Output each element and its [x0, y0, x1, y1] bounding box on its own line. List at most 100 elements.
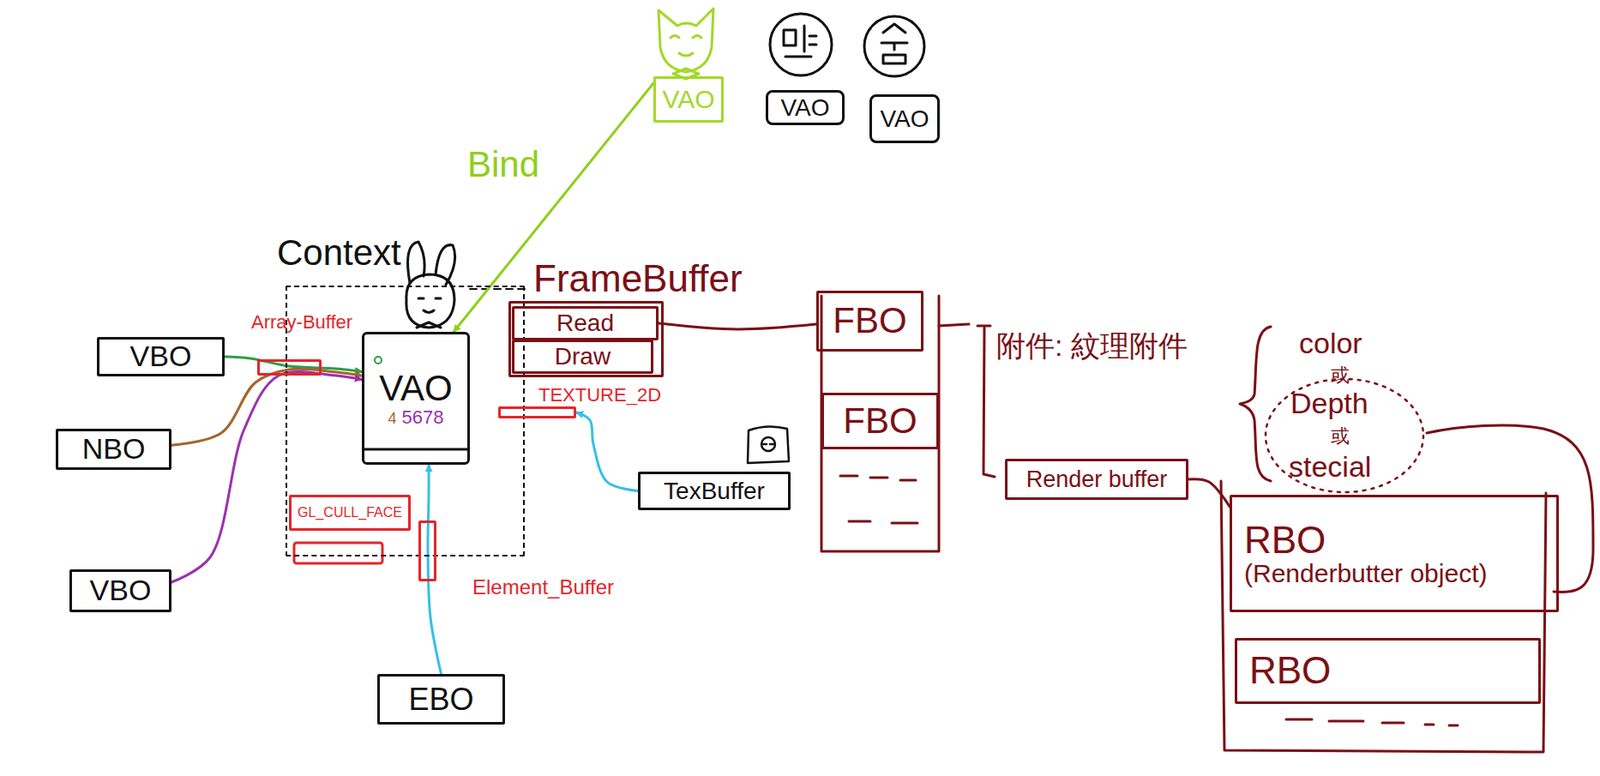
node-label: VAO — [879, 106, 929, 132]
connector — [1188, 479, 1230, 507]
vao-box: VAO — [869, 94, 940, 144]
node-label: 4 — [388, 410, 397, 428]
node-label: GL_CULL_FACE — [297, 505, 403, 521]
fbo-box: FBO — [816, 290, 924, 352]
node-content: Read — [556, 310, 614, 336]
node-label: VBO — [130, 341, 193, 373]
annotation: 或 — [1330, 426, 1350, 446]
node-label: NBO — [82, 433, 146, 465]
node-content: VBO — [90, 575, 152, 607]
node-content: NBO — [82, 433, 146, 465]
node-heading: FrameBuffer — [533, 258, 743, 299]
node-content: VAO — [879, 106, 929, 132]
context-edge — [469, 288, 525, 290]
face-doodle — [769, 13, 925, 77]
node-label: RBO — [1249, 650, 1331, 691]
node-content: Draw — [554, 343, 611, 369]
node-label: 5678 — [402, 407, 445, 428]
node-label: Render buffer — [1026, 467, 1168, 492]
node-content: GL_CULL_FACE — [297, 505, 403, 521]
node-content: Render buffer — [1026, 467, 1168, 492]
node-label: TexBuffer — [663, 478, 765, 504]
text-row: Render buffer — [1026, 467, 1168, 492]
draw-slot: Draw — [511, 339, 654, 374]
node-content: RBO — [1249, 650, 1331, 691]
node-heading: Element_Buffer — [472, 576, 614, 598]
node-heading: Context — [276, 234, 402, 272]
text-row: Read — [556, 310, 614, 336]
node-label: FBO — [842, 402, 917, 440]
empty-slot — [294, 542, 383, 564]
read-slot: Read — [511, 306, 659, 341]
node-label: VBO — [90, 575, 152, 607]
screen-icon — [747, 426, 789, 464]
text-row: (Renderbutter object) — [1244, 559, 1487, 588]
text-row: FBO — [832, 301, 907, 340]
node-content: TexBuffer — [663, 478, 765, 504]
annotation: Depth — [1290, 388, 1369, 420]
node-heading: TEXTURE_2D — [538, 384, 662, 405]
text-row: RBO — [1249, 650, 1331, 691]
connector — [658, 323, 817, 330]
node-content: VAO — [661, 85, 715, 114]
node-content: VAO 4 5678 — [378, 369, 453, 428]
rbo-box: RBO — [1234, 637, 1541, 704]
binding-slot: TEXTURE_2D — [498, 406, 577, 419]
text-row: FBO — [842, 402, 917, 440]
text-row: RBO — [1244, 520, 1326, 560]
context-region: ContextArray-BufferVAO45678GL_CULL_FACE — [285, 285, 525, 557]
node-label: EBO — [408, 683, 474, 716]
text-row: VAO — [879, 106, 929, 132]
vao-band — [363, 448, 469, 452]
buffer-box: TexBuffer — [637, 471, 791, 511]
text-row: GL_CULL_FACE — [297, 505, 403, 521]
annotation: color — [1299, 328, 1363, 360]
node-label: VAO — [661, 85, 715, 114]
text-row: TexBuffer — [663, 478, 765, 504]
dotted-group — [1265, 378, 1424, 493]
node-label: Read — [556, 310, 614, 336]
connector — [171, 368, 362, 446]
bunny-doodle — [406, 241, 456, 328]
rbo-box: RBO(Renderbutter object) — [1229, 494, 1559, 613]
state-slot: GL_CULL_FACE — [288, 494, 411, 531]
binding-slot: Element_Buffer — [418, 520, 437, 582]
cat-doodle — [658, 8, 714, 79]
annotation: stecial — [1288, 451, 1372, 483]
node-label: RBO — [1244, 520, 1326, 560]
node-content: FBO — [832, 301, 907, 340]
node-heading: Array-Buffer — [251, 312, 353, 332]
buffer-box: EBO — [377, 673, 506, 725]
text-row: EBO — [408, 683, 474, 716]
text-row: NBO — [82, 433, 146, 465]
vao-box: VAO — [653, 76, 724, 123]
framebuffer-slot: FrameBufferReadDraw — [508, 300, 664, 378]
connector — [576, 412, 638, 492]
node-label: VAO — [378, 369, 453, 408]
connector — [171, 371, 362, 583]
node-content: VAO — [780, 95, 830, 121]
node-label: (Renderbutter object) — [1244, 559, 1487, 588]
text-row: VAO — [780, 95, 830, 121]
binding-slot: Array-Buffer — [257, 359, 322, 376]
buffer-box: VBO — [69, 569, 172, 613]
text-row: 4 5678 — [388, 407, 445, 428]
text-row: VBO — [90, 575, 152, 607]
vao-box: VAO — [765, 90, 845, 126]
fbo-box: FBO — [821, 392, 939, 450]
text-row: VBO — [130, 341, 193, 373]
node-label: Draw — [554, 343, 611, 369]
text-row: VAO — [661, 85, 715, 114]
text-row: Draw — [554, 343, 611, 369]
rbo-container — [1221, 481, 1546, 752]
buffer-box: VBO — [96, 336, 225, 377]
edge-label: Bind — [467, 145, 540, 184]
renderbuffer-slot: Render buffer — [1004, 458, 1189, 500]
node-label: VAO — [780, 95, 830, 121]
vao-dot — [374, 356, 382, 364]
annotation: 附件: 紋理附件 — [996, 330, 1188, 362]
node-content: RBO(Renderbutter object) — [1244, 520, 1487, 588]
buffer-box: NBO — [55, 428, 172, 470]
bracket-line — [938, 324, 1271, 482]
